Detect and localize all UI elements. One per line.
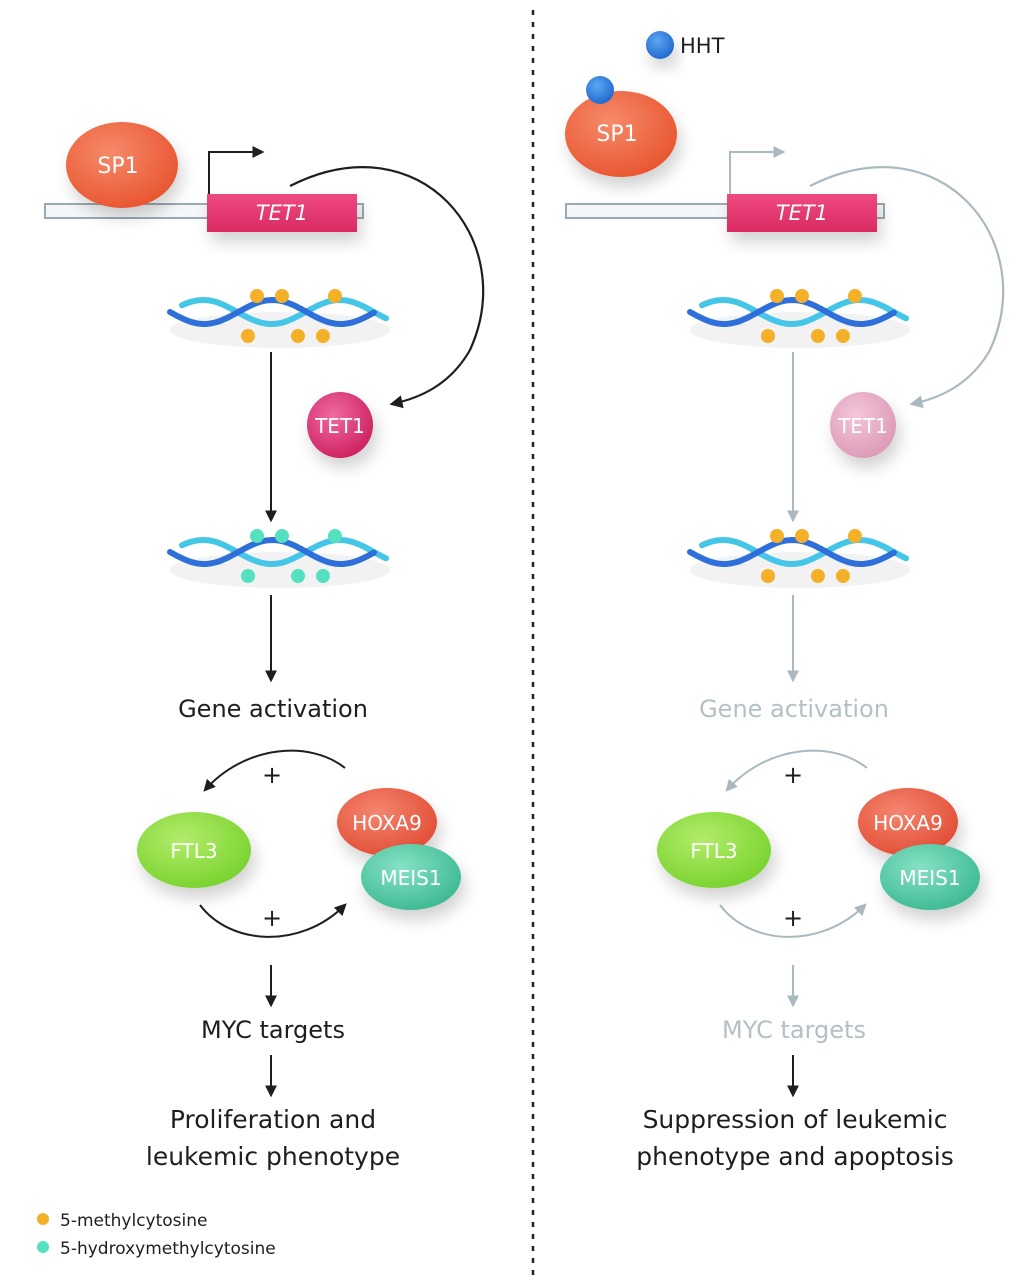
- outcome-line2: phenotype and apoptosis: [636, 1142, 953, 1171]
- hydroxymethylcytosine-dot: [241, 569, 255, 583]
- hoxa9-protein: [858, 788, 958, 856]
- methylcytosine-dot: [316, 329, 330, 343]
- plus-sign-bottom: +: [783, 904, 803, 932]
- legend-label-methyl: 5-methylcytosine: [60, 1211, 207, 1231]
- right-panel: HHT SP1 TET1 TET1 Gene activation + +: [565, 31, 1005, 1171]
- dna-shadow: [170, 552, 390, 588]
- dna-strand-light: [179, 536, 389, 568]
- dna-strand-light: [179, 296, 389, 328]
- methylcytosine-dot: [250, 289, 264, 303]
- methylcytosine-dot: [795, 289, 809, 303]
- methylcytosine-dot: [836, 329, 850, 343]
- methylcytosine-dot: [770, 289, 784, 303]
- myc-targets-label: MYC targets: [722, 1016, 866, 1044]
- outcome-line1: Proliferation and: [170, 1105, 376, 1134]
- methylcytosine-dot: [795, 529, 809, 543]
- hht-label: HHT: [680, 34, 725, 58]
- methylcytosine-dot: [811, 569, 825, 583]
- methylcytosine-dot: [241, 329, 255, 343]
- tet1-expression-arrow: [289, 166, 485, 409]
- dna-shadow: [690, 552, 910, 588]
- methylcytosine-dot: [761, 329, 775, 343]
- dna-strand-dark: [167, 536, 377, 568]
- tet1-gene-label: TET1: [256, 201, 308, 225]
- methylcytosine-dot: [848, 289, 862, 303]
- hoxa9-label: HOXA9: [352, 811, 422, 835]
- methylcytosine-dot: [761, 569, 775, 583]
- dna-strand-dark: [687, 296, 897, 328]
- transcription-start-arrow: [208, 146, 265, 194]
- hoxa9-protein: [337, 788, 437, 856]
- dna-methylated: [687, 289, 910, 348]
- loop-arrow-bottom: [719, 903, 867, 938]
- myc-targets-label: MYC targets: [201, 1016, 345, 1044]
- dna-strand-dark: [687, 536, 897, 568]
- methylcytosine-dot: [811, 329, 825, 343]
- hydroxymethylcytosine-dot: [250, 529, 264, 543]
- meis1-label: MEIS1: [899, 866, 960, 890]
- loop-arrow-top: [725, 749, 868, 792]
- dna-methylated-retained: [687, 529, 910, 588]
- meis1-protein: [880, 844, 980, 910]
- sp1-label: SP1: [596, 122, 637, 147]
- tet1-gene: [207, 194, 357, 232]
- gene-activation-label: Gene activation: [178, 695, 368, 723]
- tet1-expression-arrow: [809, 166, 1005, 409]
- hht-molecule: [646, 31, 674, 59]
- methylcytosine-dot: [770, 529, 784, 543]
- loop-arrow-bottom: [199, 903, 347, 938]
- methylcytosine-dot: [836, 569, 850, 583]
- ftl3-protein: [137, 812, 251, 888]
- left-panel: SP1 TET1 TET1 Gene activation + + FTL3: [44, 122, 485, 1171]
- sp1-protein: [565, 91, 677, 177]
- hydroxymethylcytosine-dot: [275, 529, 289, 543]
- legend: 5-methylcytosine 5-hydroxymethylcytosine: [37, 1211, 276, 1259]
- meis1-label: MEIS1: [380, 866, 441, 890]
- tet1-protein-label: TET1: [837, 414, 888, 438]
- dna-shadow: [170, 312, 390, 348]
- legend-label-hydroxymethyl: 5-hydroxymethylcytosine: [60, 1239, 276, 1259]
- ftl3-label: FTL3: [170, 839, 217, 863]
- hoxa9-label: HOXA9: [873, 811, 943, 835]
- plus-sign-top: +: [262, 761, 282, 789]
- hht-bound-to-sp1: [586, 76, 614, 104]
- transcription-start-arrow: [729, 146, 786, 194]
- hydroxymethylcytosine-dot: [328, 529, 342, 543]
- methylcytosine-dot: [848, 529, 862, 543]
- hydroxymethylcytosine-dot: [316, 569, 330, 583]
- plus-sign-top: +: [783, 761, 803, 789]
- legend-swatch-hydroxymethyl: [37, 1241, 49, 1253]
- dna-strand-light: [699, 536, 909, 568]
- dna-shadow: [690, 312, 910, 348]
- methylcytosine-dot: [275, 289, 289, 303]
- gene-activation-label: Gene activation: [699, 695, 889, 723]
- outcome-line2: leukemic phenotype: [146, 1142, 400, 1171]
- dna-strand-light: [699, 296, 909, 328]
- legend-swatch-methyl: [37, 1213, 49, 1225]
- tet1-protein-label: TET1: [314, 414, 365, 438]
- tet1-protein: [307, 392, 373, 458]
- sp1-label: SP1: [97, 154, 138, 179]
- ftl3-protein: [657, 812, 771, 888]
- methylcytosine-dot: [328, 289, 342, 303]
- sp1-protein: [66, 122, 178, 208]
- tet1-gene: [727, 194, 877, 232]
- dna-strand-dark: [167, 296, 377, 328]
- ftl3-label: FTL3: [690, 839, 737, 863]
- methylcytosine-dot: [291, 329, 305, 343]
- dna-hydroxymethylated: [167, 529, 390, 588]
- plus-sign-bottom: +: [262, 904, 282, 932]
- outcome-line1: Suppression of leukemic: [643, 1105, 948, 1134]
- dna-methylated: [167, 289, 390, 348]
- loop-arrow-top: [203, 749, 346, 792]
- hydroxymethylcytosine-dot: [291, 569, 305, 583]
- tet1-gene-label: TET1: [776, 201, 828, 225]
- meis1-protein: [361, 844, 461, 910]
- tet1-protein-faded: [830, 392, 896, 458]
